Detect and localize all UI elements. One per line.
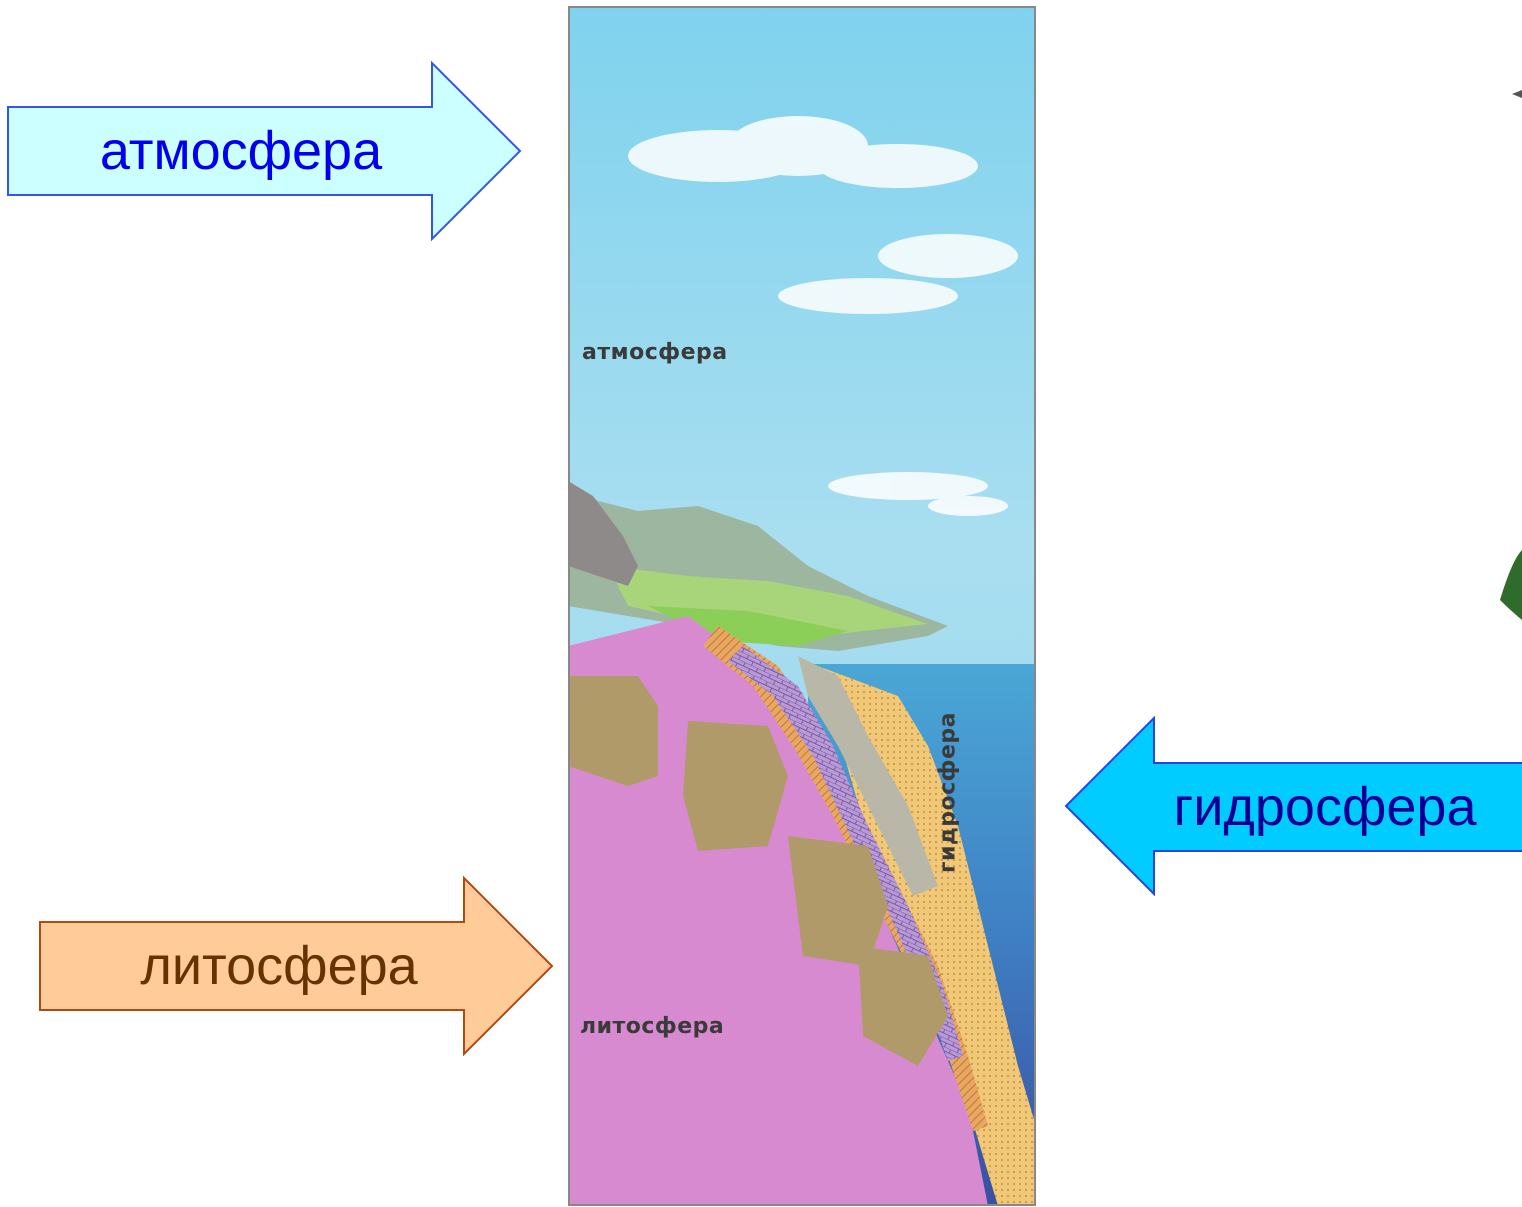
hydrosphere-arrow-label: гидросфера	[1128, 763, 1522, 851]
leaf-icon	[1490, 80, 1522, 640]
lithosphere-arrow: литосфера	[32, 870, 560, 1060]
lithosphere-arrow-label: литосфера	[40, 922, 518, 1010]
atmosphere-arrow-label: атмосфера	[8, 107, 474, 195]
earth-shells-illustration: атмосфера литосфера гидросфера	[568, 6, 1036, 1206]
atmosphere-arrow: атмосфера	[0, 55, 530, 245]
illustration-hydrosphere-label: гидросфера	[936, 703, 961, 883]
illustration-lithosphere-label: литосфера	[580, 1014, 724, 1039]
plant-decoration	[1490, 80, 1522, 640]
illustration-atmosphere-label: атмосфера	[582, 340, 728, 365]
hydrosphere-arrow: гидросфера	[1058, 710, 1522, 900]
